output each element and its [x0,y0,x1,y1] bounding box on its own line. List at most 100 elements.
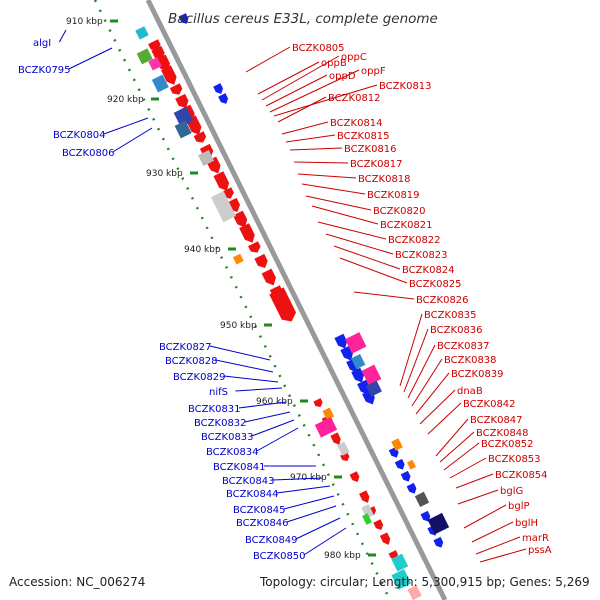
gene-label-plus: BCZK0814 [330,118,383,129]
gene-label-minus: BCZK0828 [165,356,218,367]
gene-label-minus: BCZK0850 [253,551,306,562]
plus-gene-feature [151,45,165,61]
feature-box-cyan [391,569,412,590]
gene-label-plus: BCZK0812 [328,93,381,104]
plus-gene-feature [313,398,323,408]
gene-label-plus: BCZK0847 [470,415,523,426]
gene-label-minus: BCZK0841 [213,462,266,473]
tick-label: 970 kbp [290,473,327,483]
plus-gene-feature [160,65,177,85]
accession-text: Accession: NC_006274 [9,575,145,589]
leader-line [223,375,279,383]
feature-box-green [362,513,372,525]
label-layer: algIBCZK0795BCZK0804BCZK0806BCZK0827BCZK… [18,38,552,562]
gene-label-plus: BCZK0813 [379,81,432,92]
leader-line [244,411,291,423]
minus-gene-feature [340,345,354,361]
gene-label-plus: BCZK0826 [416,295,469,306]
gene-label-plus: marR [522,533,549,544]
feature-box-orange [322,407,335,421]
feature-box-green [136,48,153,65]
minus-gene-feature [167,0,179,2]
feature-box-pink [148,57,162,71]
gene-label-plus: oppC [341,52,367,63]
leader-line [415,372,450,415]
leader-line [276,485,331,494]
gene-label-plus: BCZK0822 [388,235,441,246]
leader-line [449,457,487,479]
leader-line [238,401,287,409]
gene-label-minus: algI [33,38,51,49]
gene-label-minus: BCZK0846 [236,518,289,529]
gene-label-minus: BCZK0827 [159,342,212,353]
minus-gene-feature [357,379,370,395]
gene-label-plus: BCZK0824 [402,265,455,276]
gene-label-minus: BCZK0831 [188,404,241,415]
leader-line [403,328,429,393]
leader-line [245,46,291,73]
minus-gene-feature [178,13,189,24]
feature-box-blue [151,74,169,93]
genome-title: Bacillus cereus E33L, complete genome [168,11,438,27]
plus-gene-feature [239,223,255,243]
leader-line [272,477,323,481]
feature-box-navy [173,106,194,128]
leader-line [471,521,514,543]
leader-line [303,527,347,556]
leader-line [68,47,113,70]
leader-line [333,245,401,270]
leader-line [281,121,329,135]
plus-gene-feature [261,268,276,286]
gene-label-minus: BCZK0804 [53,130,106,141]
gene-label-plus: BCZK0852 [481,439,534,450]
gene-label-plus: BCZK0839 [451,369,504,380]
feature-box-grey [211,190,236,223]
plus-gene-feature [213,171,230,191]
feature-box-magenta [344,332,367,354]
plus-gene-feature [175,93,189,109]
feature-box-cyan [391,553,409,572]
leader-line [103,117,149,135]
gene-label-plus: BCZK0819 [367,190,420,201]
leader-line [479,548,527,563]
gene-label-plus: BCZK0853 [488,454,541,465]
minus-gene-feature [334,333,348,349]
feature-box-steel [174,120,192,139]
gene-label-plus: BCZK0821 [380,220,433,231]
gene-label-plus: BCZK0854 [495,470,548,481]
leader-line [257,61,320,95]
gene-label-minus: BCZK0844 [226,489,279,500]
tick-label: 940 kbp [184,245,221,255]
gene-label-minus: BCZK0843 [222,476,275,487]
leader-line [265,74,328,107]
gene-label-plus: bglP [508,501,530,512]
feature-box-grey [337,441,350,456]
leader-line [297,173,357,179]
gene-label-plus: BCZK0815 [337,131,390,142]
minus-gene-feature [433,536,444,548]
gene-label-plus: bglG [500,486,523,497]
plus-gene-feature [269,287,297,322]
gene-label-plus: dnaB [457,386,483,397]
leader-line [463,504,507,529]
leader-line [112,127,153,153]
leader-line [235,387,283,392]
gene-label-plus: oppB [321,58,347,69]
minus-gene-feature [400,470,411,482]
gene-label-plus: oppD [329,71,356,82]
feature-box-magenta [361,364,382,386]
gene-label-minus: BCZK0806 [62,148,115,159]
topology-summary: Topology: circular; Length: 5,300,915 bp… [259,575,590,589]
gene-label-plus: BCZK0823 [395,250,448,261]
leader-line [325,233,394,255]
gene-label-minus: BCZK0832 [194,418,247,429]
leader-line [215,359,274,373]
feature-box-magenta [314,417,338,438]
feature-box-grey [361,504,374,519]
leader-line [435,418,469,457]
gene-label-plus: BCZK0837 [437,341,490,352]
leader-line [256,427,299,452]
leader-line [285,134,336,143]
